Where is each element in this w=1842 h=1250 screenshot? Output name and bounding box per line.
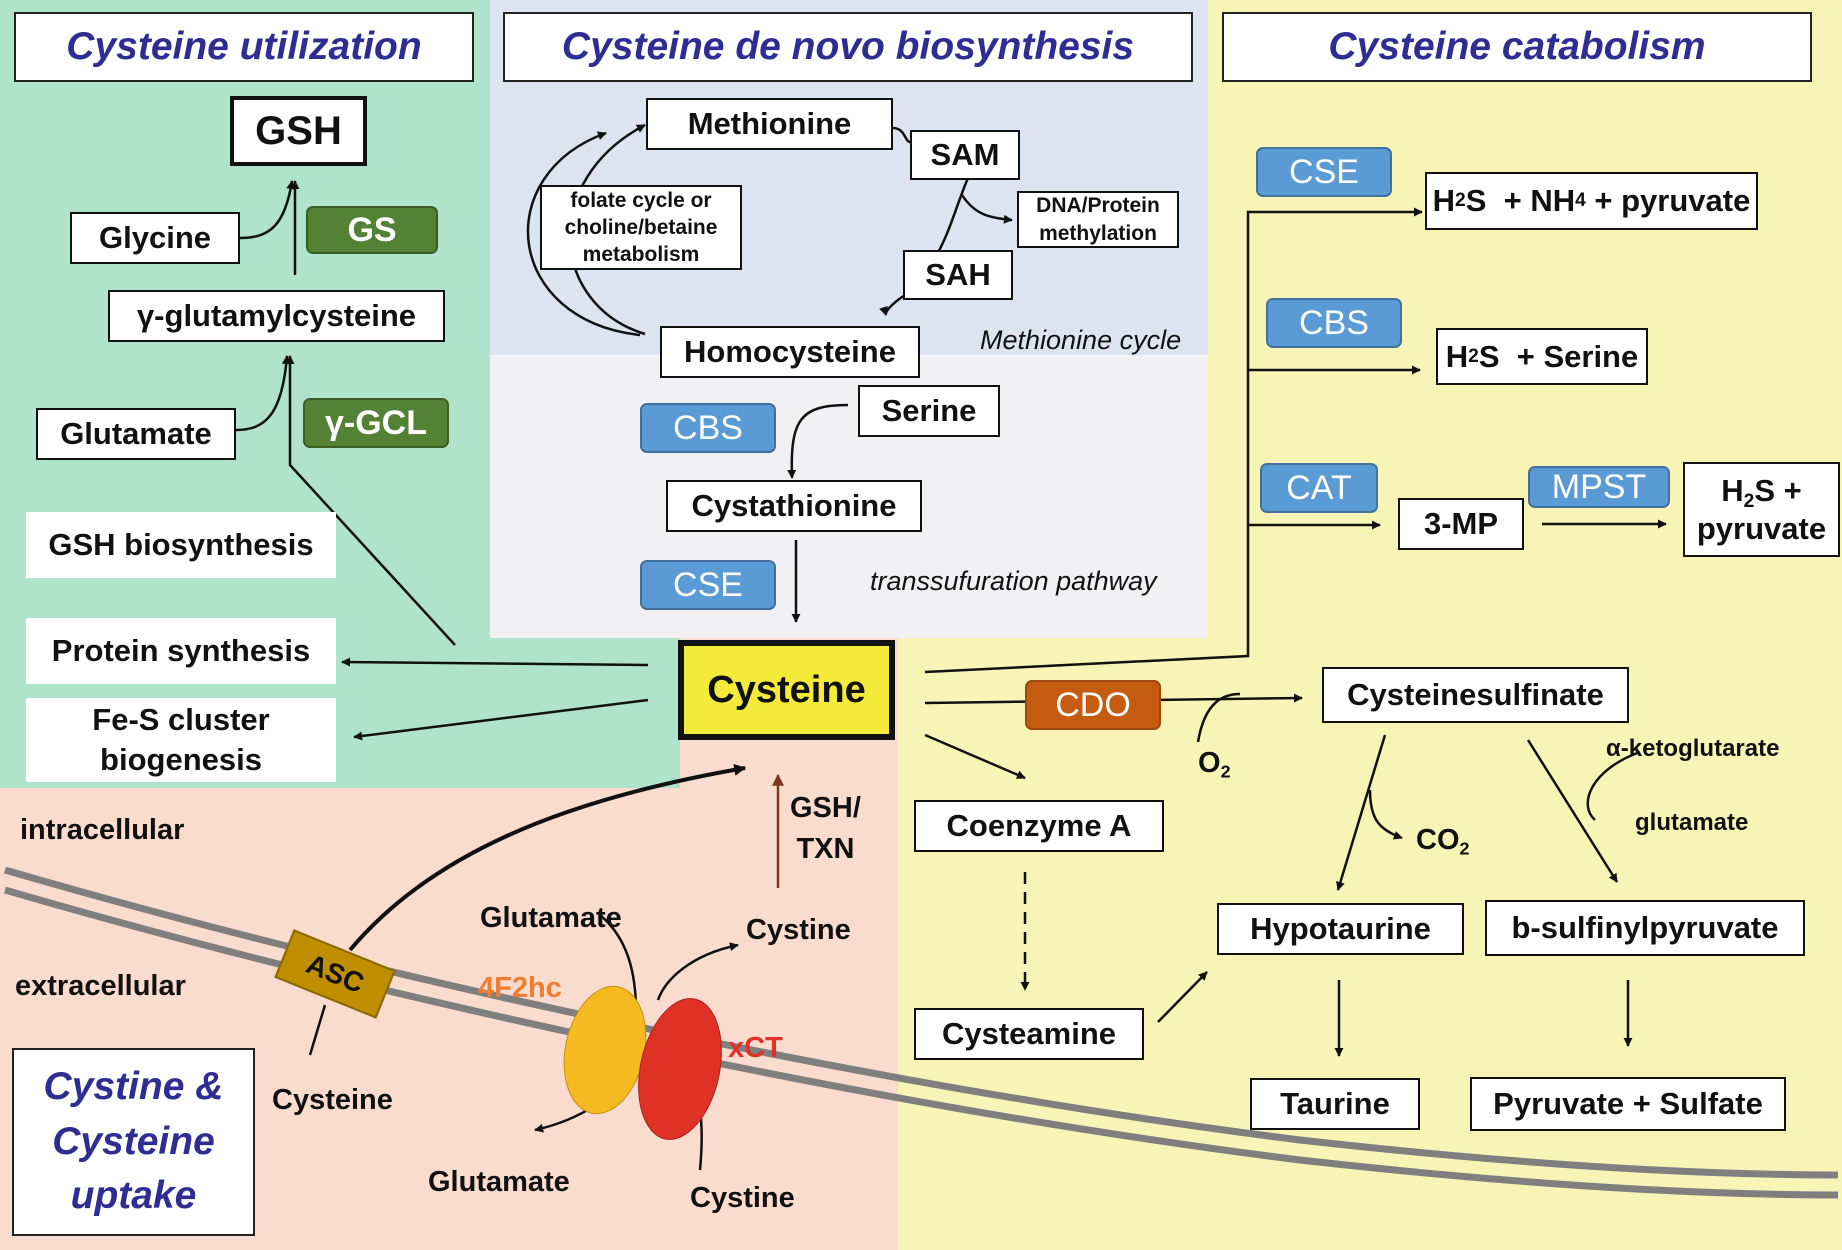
- cystathionine-box: Cystathionine: [666, 480, 922, 532]
- cystine-bottom-label: Cystine: [690, 1182, 795, 1214]
- asc-label: ASC: [301, 948, 369, 999]
- co2-sub: 2: [1459, 838, 1470, 859]
- cbs-product-h: H: [1445, 338, 1469, 374]
- cse-enzyme-catabolism: CSE: [1256, 147, 1392, 197]
- uptake-title-line1: Cystine &: [43, 1065, 224, 1109]
- methionine-cycle-label: Methionine cycle: [980, 325, 1182, 355]
- taurine-box: Taurine: [1250, 1078, 1420, 1130]
- cysteamine-box: Cysteamine: [914, 1008, 1144, 1060]
- alpha-ketoglutarate-label: α-ketoglutarate: [1606, 735, 1780, 762]
- gsh-txn-line1: GSH/: [790, 792, 861, 824]
- glutamate-bottom-label: Glutamate: [428, 1166, 570, 1198]
- three-mp-box: 3-MP: [1398, 498, 1524, 550]
- gamma-gcl-enzyme: γ-GCL: [303, 398, 449, 448]
- gsh-txn-label: GSH/ TXN: [790, 788, 861, 869]
- mpst-product-line2: pyruvate: [1696, 510, 1827, 546]
- dna-line2: methylation: [1039, 221, 1157, 245]
- cse-product-end: + pyruvate: [1585, 183, 1751, 219]
- sulfinylpyruvate-box: b-sulfinylpyruvate: [1485, 900, 1805, 956]
- cysteinesulfinate-box: Cysteinesulfinate: [1322, 667, 1629, 723]
- fe-s-cluster-box: Fe-S cluster biogenesis: [26, 698, 336, 782]
- protein-synthesis-box: Protein synthesis: [26, 618, 336, 684]
- cse-product-h: H: [1432, 183, 1456, 219]
- cystine-top-label: Cystine: [746, 914, 851, 946]
- mpst-product-box: H2S + pyruvate: [1683, 462, 1840, 557]
- title-cysteine-utilization: Cysteine utilization: [14, 12, 474, 82]
- glutamate-top-label: Glutamate: [480, 902, 622, 934]
- title-cysteine-catabolism: Cysteine catabolism: [1222, 12, 1812, 82]
- gsh-box: GSH: [230, 96, 367, 166]
- intracellular-label: intracellular: [20, 814, 185, 846]
- mpst-product-h: H: [1721, 472, 1744, 508]
- serine-box: Serine: [858, 385, 1000, 437]
- fe-s-line1: Fe-S cluster: [92, 701, 270, 737]
- folate-cycle-box: folate cycle or choline/betaine metaboli…: [540, 185, 742, 270]
- title-cysteine-biosynthesis: Cysteine de novo biosynthesis: [503, 12, 1193, 82]
- cse-enzyme-transsulfuration: CSE: [640, 560, 776, 610]
- folate-line2: choline/betaine: [564, 215, 718, 239]
- glutamate-box: Glutamate: [36, 408, 236, 460]
- extracellular-label: extracellular: [15, 970, 186, 1002]
- title-uptake: Cystine & Cysteine uptake: [12, 1048, 255, 1236]
- glutamate-product-label: glutamate: [1635, 809, 1749, 836]
- coenzyme-a-box: Coenzyme A: [914, 800, 1164, 852]
- folate-line1: folate cycle or: [570, 188, 712, 212]
- uptake-title-line3: uptake: [70, 1174, 197, 1218]
- cse-product-mid: S + NH: [1465, 183, 1576, 219]
- o2-label: O2: [1198, 745, 1231, 783]
- gs-enzyme: GS: [306, 206, 438, 254]
- gsh-txn-line2: TXN: [796, 832, 855, 865]
- sam-box: SAM: [910, 130, 1020, 180]
- pyruvate-sulfate-box: Pyruvate + Sulfate: [1470, 1077, 1786, 1131]
- sah-box: SAH: [903, 250, 1013, 300]
- cbs-enzyme-catabolism: CBS: [1266, 298, 1402, 348]
- co2-label: CO2: [1416, 822, 1470, 860]
- mpst-product-sub2: 2: [1743, 490, 1755, 512]
- methionine-box: Methionine: [646, 98, 893, 150]
- o2-o: O: [1198, 747, 1221, 779]
- cat-enzyme: CAT: [1260, 463, 1378, 513]
- dna-line1: DNA/Protein: [1036, 194, 1160, 218]
- gsh-biosynthesis-box: GSH biosynthesis: [26, 512, 336, 578]
- uptake-title-line2: Cysteine: [52, 1119, 215, 1163]
- cbs-product-rest: S + Serine: [1478, 338, 1639, 374]
- cbs-enzyme-transsulfuration: CBS: [640, 403, 776, 453]
- cdo-enzyme: CDO: [1025, 680, 1161, 730]
- gamma-glutamylcysteine-box: γ-glutamylcysteine: [108, 290, 445, 342]
- 4f2hc-label: 4F2hc: [478, 972, 562, 1004]
- glycine-box: Glycine: [70, 212, 240, 264]
- transsulfuration-label: transsufuration pathway: [870, 566, 1157, 596]
- o2-sub: 2: [1220, 761, 1231, 782]
- co2-co: CO: [1416, 824, 1460, 856]
- xct-label: xCT: [728, 1032, 783, 1064]
- fe-s-line2: biogenesis: [100, 742, 262, 777]
- dna-methylation-box: DNA/Protein methylation: [1017, 191, 1179, 248]
- mpst-enzyme: MPST: [1528, 466, 1670, 508]
- hypotaurine-box: Hypotaurine: [1217, 903, 1464, 955]
- cysteine-box: Cysteine: [678, 640, 895, 740]
- mpst-product-rest: S +: [1754, 472, 1802, 508]
- uptake-cysteine-label: Cysteine: [272, 1084, 393, 1116]
- folate-line3: metabolism: [582, 243, 700, 267]
- homocysteine-box: Homocysteine: [660, 326, 920, 378]
